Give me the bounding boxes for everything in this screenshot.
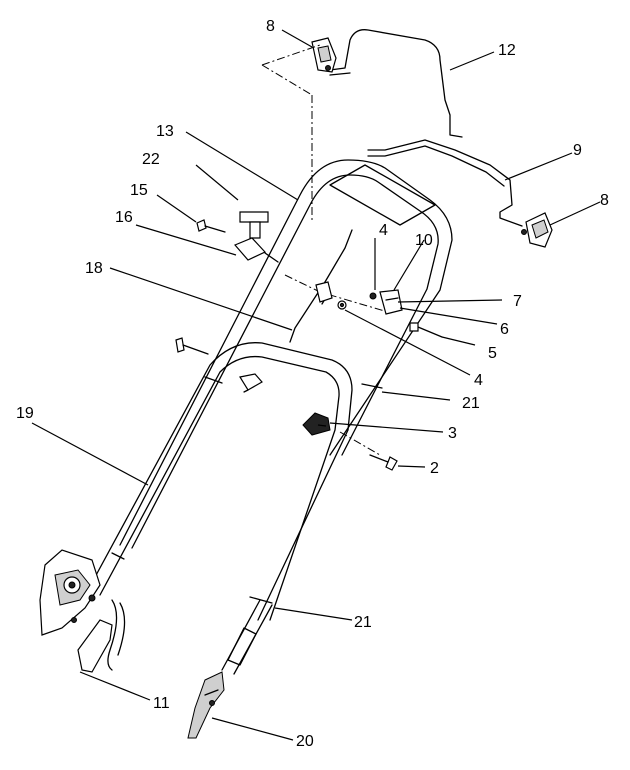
carriage-bolt [369,454,398,471]
callout-3: 3 [448,425,457,442]
reference-lines [261,44,389,456]
callout-21-lower: 21 [354,614,372,631]
control-bail [329,29,463,138]
control-cable [289,229,353,343]
callout-8-right: 8 [600,192,609,209]
bolt-left [175,337,209,355]
callout-22: 22 [142,151,160,168]
pivot-bracket-left [311,37,337,73]
handle-knob [239,211,269,239]
callout-13: 13 [156,123,174,140]
callout-15: 15 [130,182,148,199]
left-mount-bracket [39,549,101,636]
bottom-mount-bracket [187,671,225,739]
tube-bands [111,376,383,604]
callout-19: 19 [16,405,34,422]
bolt-15 [196,219,226,233]
upper-handle [119,159,453,549]
cable-guide-block [239,373,263,393]
cable-stop [234,237,279,263]
callout-12: 12 [498,42,516,59]
callout-11: 11 [153,695,170,712]
drive-bail [367,139,523,227]
callout-7: 7 [513,293,522,310]
cable-clip [77,599,126,673]
callout-20: 20 [296,733,314,750]
callout-4-upper: 4 [379,222,388,239]
callout-16: 16 [115,209,133,226]
callout-5: 5 [488,345,497,362]
hardware-cluster [369,289,443,338]
lower-handle [87,342,353,621]
callout-21-upper: 21 [462,395,480,412]
callout-6: 6 [500,321,509,338]
lower-tube [221,599,273,675]
callout-labels: 8 12 13 9 22 8 15 4 10 16 18 7 6 5 4 21 … [16,18,609,750]
callout-10: 10 [415,232,433,249]
pivot-bracket-right [521,212,553,248]
callout-2: 2 [430,460,439,477]
handle-knob-3 [302,412,331,436]
callout-8-top: 8 [266,18,275,35]
callout-9: 9 [573,142,582,159]
callout-4-lower: 4 [474,372,483,389]
leader-lines [31,29,601,741]
callout-18: 18 [85,260,103,277]
